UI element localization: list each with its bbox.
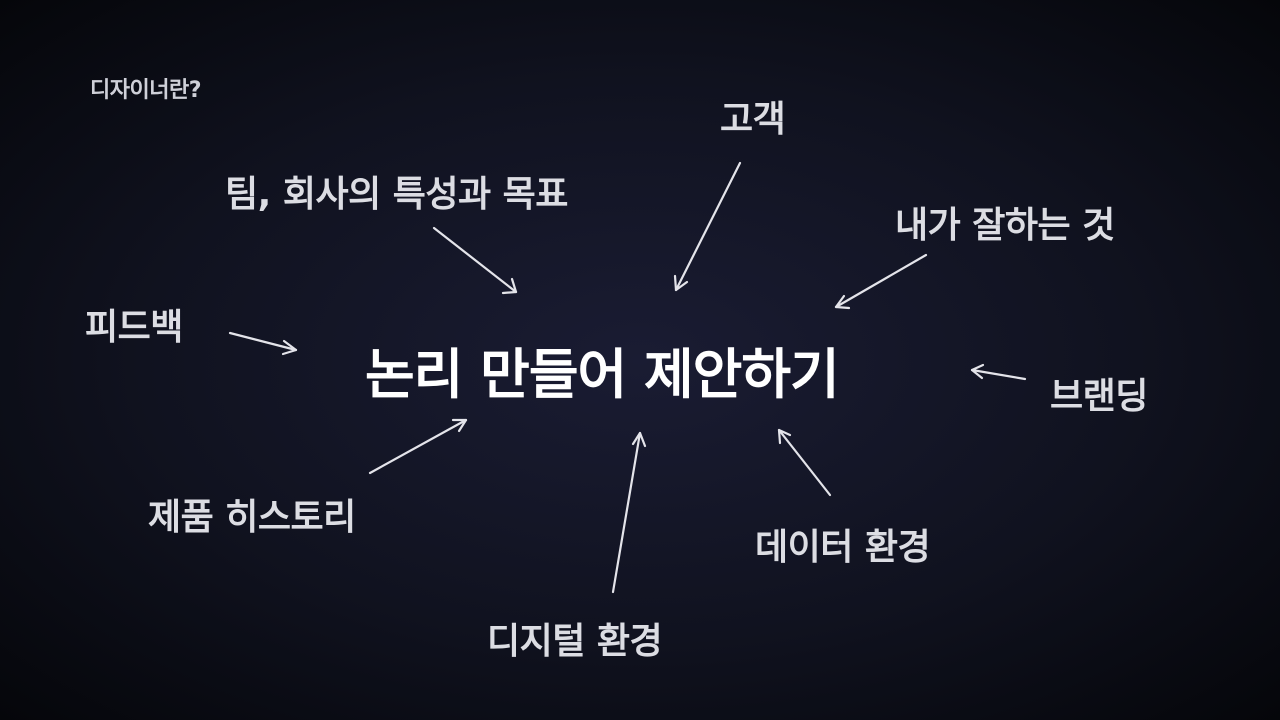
corner-title: 디자이너란? (90, 78, 201, 103)
factor-digital: 디지털 환경 (487, 621, 663, 662)
arrow-feedback (228, 331, 298, 356)
factor-history: 제품 히스토리 (148, 497, 356, 538)
center-title: 논리 만들어 제안하기 (365, 343, 840, 406)
arrow-strength (834, 253, 928, 310)
factor-team: 팀, 회사의 특성과 목표 (225, 174, 568, 215)
factor-branding: 브랜딩 (1050, 376, 1148, 417)
arrow-team (432, 226, 518, 295)
factor-feedback: 피드백 (85, 307, 183, 348)
arrow-branding (970, 363, 1027, 381)
arrow-data (777, 428, 832, 497)
factor-strength: 내가 잘하는 것 (895, 205, 1115, 246)
arrow-history (368, 418, 468, 475)
arrow-digital (611, 431, 647, 594)
arrow-customer (673, 161, 742, 292)
factor-data: 데이터 환경 (755, 527, 931, 568)
factor-customer: 고객 (720, 99, 786, 140)
